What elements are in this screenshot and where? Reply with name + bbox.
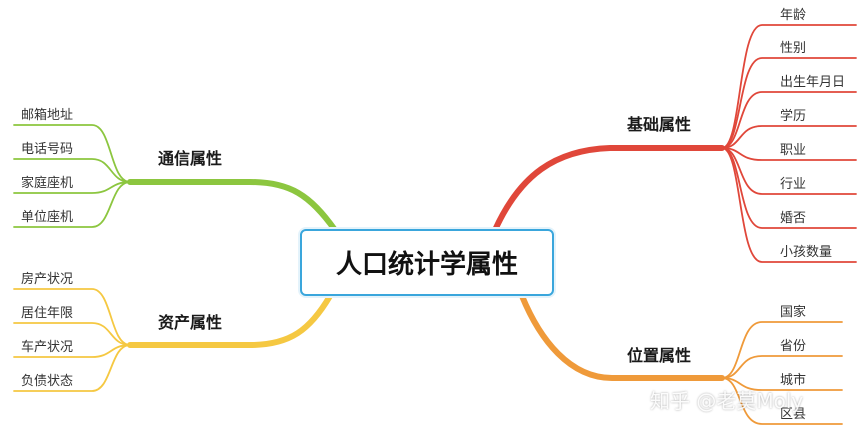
leaf-location-1[interactable]: 省份 bbox=[780, 339, 807, 354]
leaf-link-asset-1 bbox=[13, 322, 131, 346]
leaf-contact-1[interactable]: 电话号码 bbox=[21, 142, 74, 157]
leaf-location-2[interactable]: 城市 bbox=[780, 373, 807, 388]
leaf-basic-5[interactable]: 行业 bbox=[780, 177, 807, 192]
leaf-asset-3[interactable]: 负债状态 bbox=[21, 374, 74, 389]
trunk-contact bbox=[127, 179, 338, 233]
leaf-link-contact-3 bbox=[13, 181, 131, 228]
leaf-asset-2[interactable]: 车产状况 bbox=[21, 340, 74, 355]
leaf-location-3[interactable]: 区县 bbox=[780, 407, 807, 422]
leaf-link-asset-3 bbox=[13, 344, 131, 392]
leaf-link-location-0 bbox=[721, 321, 843, 379]
leaf-link-basic-0 bbox=[721, 24, 857, 149]
leaf-link-basic-2 bbox=[721, 91, 857, 149]
leaf-asset-1[interactable]: 居住年限 bbox=[21, 306, 74, 321]
trunk-asset bbox=[127, 293, 333, 348]
leaf-link-basic-1 bbox=[721, 57, 857, 149]
leaf-contact-2[interactable]: 家庭座机 bbox=[21, 176, 74, 191]
leaf-basic-1[interactable]: 性别 bbox=[780, 41, 807, 56]
leaf-link-location-1 bbox=[721, 355, 843, 379]
leaf-basic-2[interactable]: 出生年月日 bbox=[780, 75, 846, 90]
leaf-link-asset-0 bbox=[13, 288, 131, 346]
leaf-contact-3[interactable]: 单位座机 bbox=[21, 210, 74, 225]
leaf-link-location-3 bbox=[721, 377, 843, 425]
leaf-basic-6[interactable]: 婚否 bbox=[780, 211, 807, 226]
leaf-link-contact-0 bbox=[13, 124, 131, 183]
branch-asset[interactable]: 资产属性 bbox=[158, 313, 223, 332]
leaf-location-0[interactable]: 国家 bbox=[780, 305, 807, 320]
branch-location[interactable]: 位置属性 bbox=[627, 346, 692, 365]
central-topic[interactable]: 人口统计学属性 bbox=[300, 229, 554, 296]
branch-basic[interactable]: 基础属性 bbox=[627, 115, 692, 134]
leaf-link-basic-7 bbox=[721, 147, 857, 263]
trunk-basic bbox=[492, 145, 725, 233]
leaf-asset-0[interactable]: 房产状况 bbox=[21, 272, 74, 287]
leaf-contact-0[interactable]: 邮箱地址 bbox=[21, 108, 74, 123]
branch-contact[interactable]: 通信属性 bbox=[158, 149, 223, 168]
leaf-basic-7[interactable]: 小孩数量 bbox=[780, 245, 833, 260]
leaf-basic-3[interactable]: 学历 bbox=[780, 109, 807, 124]
watermark: 知乎 @老莫Moly bbox=[650, 389, 804, 413]
leaf-basic-0[interactable]: 年龄 bbox=[780, 8, 807, 23]
leaf-basic-4[interactable]: 职业 bbox=[780, 143, 807, 158]
leaf-link-basic-3 bbox=[721, 125, 857, 149]
leaf-link-contact-1 bbox=[13, 158, 131, 183]
trunk-location bbox=[519, 293, 725, 381]
